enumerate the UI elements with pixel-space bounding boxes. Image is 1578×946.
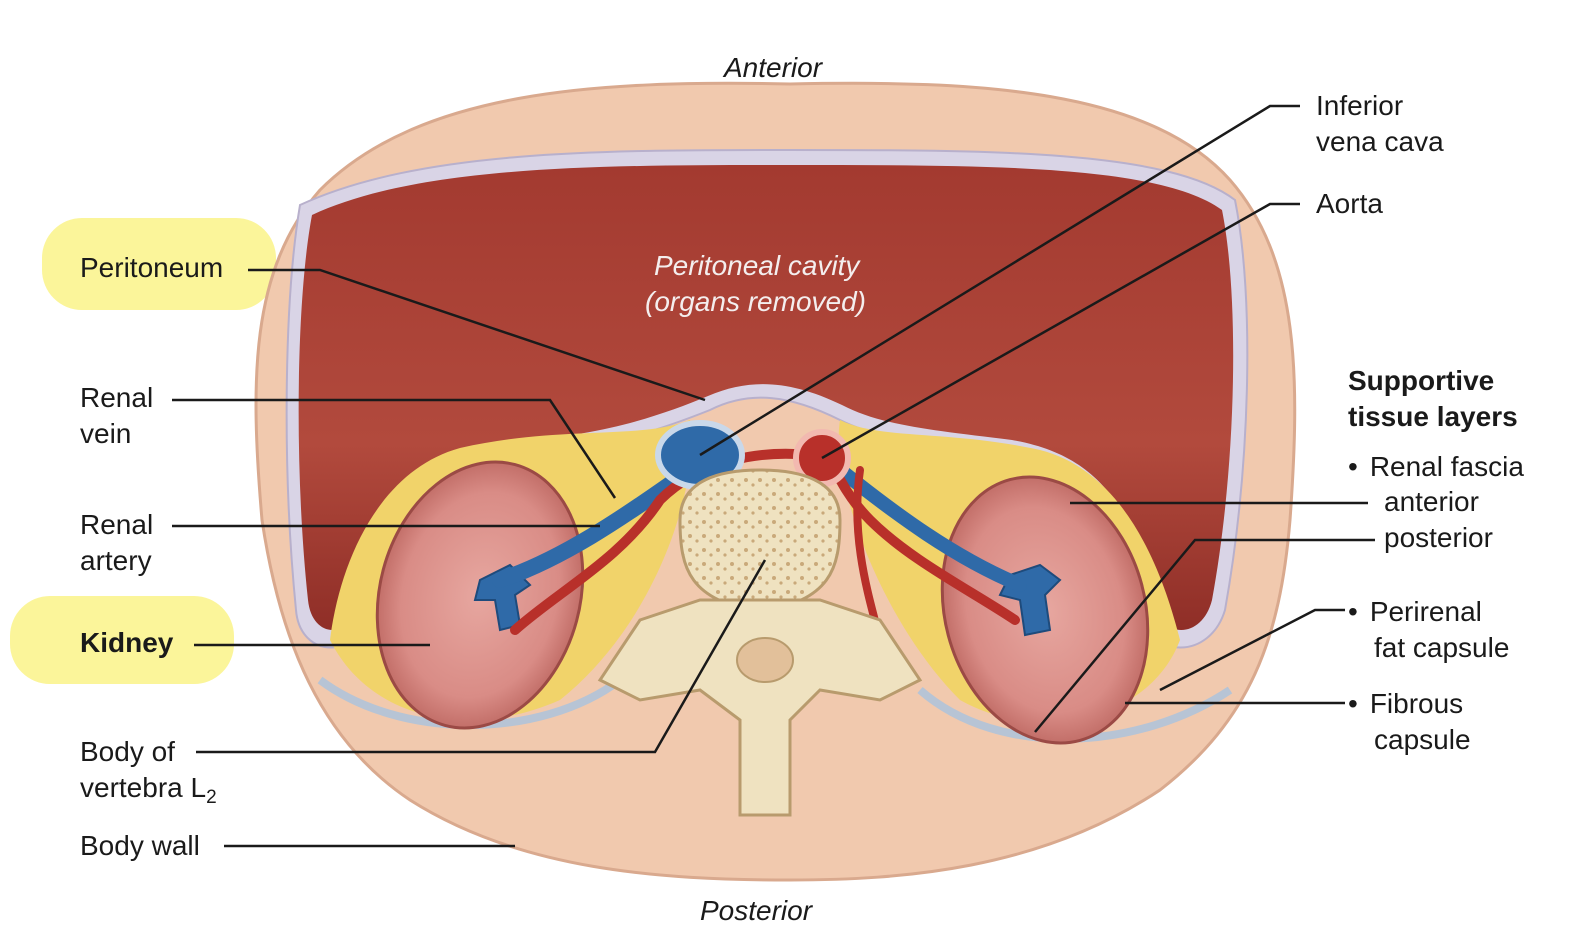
kidney-label: Kidney bbox=[80, 627, 174, 658]
renal-vein-label-2: vein bbox=[80, 418, 132, 449]
renal-artery-right-shape bbox=[825, 455, 1020, 625]
renal-vein-left-shape bbox=[492, 462, 698, 588]
ivc-label-1: Inferior bbox=[1316, 90, 1404, 121]
leader-renal-vein bbox=[172, 398, 617, 499]
vertebra-label-1: Body of bbox=[80, 736, 175, 767]
vertebra-label-2: vertebra L2 bbox=[80, 770, 217, 808]
supportive-heading-1: Supportive bbox=[1348, 365, 1495, 396]
perirenal-label-1: Perirenal bbox=[1348, 594, 1482, 630]
kidney-highlight bbox=[10, 596, 234, 684]
supportive-heading-2: tissue layers bbox=[1348, 401, 1518, 432]
spinal-cord bbox=[736, 637, 794, 683]
renal-artery-label-1: Renal bbox=[80, 509, 154, 540]
cavity-label-line2: (organs removed) bbox=[645, 286, 866, 317]
cavity-label-line1: Peritoneal cavity bbox=[654, 250, 860, 281]
peritoneum-highlight bbox=[42, 218, 276, 310]
leader-peritoneum bbox=[248, 268, 706, 402]
leader-renal-fascia-posterior bbox=[1034, 538, 1375, 733]
fibrous-label-2: capsule bbox=[1374, 724, 1471, 755]
ivc-label-2: vena cava bbox=[1316, 126, 1444, 157]
leader-ivc bbox=[699, 104, 1300, 457]
renal-vein-label-1: Renal bbox=[80, 382, 154, 413]
leader-aorta bbox=[821, 202, 1300, 460]
peritoneum-label: Peritoneum bbox=[80, 252, 224, 283]
aorta-label: Aorta bbox=[1316, 188, 1383, 219]
vertebral-body bbox=[678, 468, 842, 614]
renal-artery-left-shape bbox=[510, 448, 815, 635]
vertebra-label-text: vertebra L bbox=[80, 772, 207, 803]
renal-artery-label-2: artery bbox=[80, 545, 152, 576]
renal-fascia-posterior-label: posterior bbox=[1384, 522, 1493, 553]
leader-vertebra bbox=[196, 559, 767, 754]
renal-fascia-label: Renal fascia bbox=[1348, 449, 1524, 485]
perirenal-label-2: fat capsule bbox=[1374, 632, 1510, 663]
leader-perirenal bbox=[1159, 608, 1345, 692]
body-wall-label: Body wall bbox=[80, 830, 200, 861]
vertebra-subscript: 2 bbox=[206, 787, 217, 808]
peritoneal-cavity bbox=[298, 165, 1234, 630]
posterior-label: Posterior bbox=[700, 895, 813, 926]
anterior-label: Anterior bbox=[724, 52, 823, 83]
fibrous-label-1: Fibrous bbox=[1348, 686, 1463, 722]
vertebral-arch bbox=[597, 598, 923, 817]
renal-fascia-anterior-label: anterior bbox=[1384, 486, 1479, 517]
